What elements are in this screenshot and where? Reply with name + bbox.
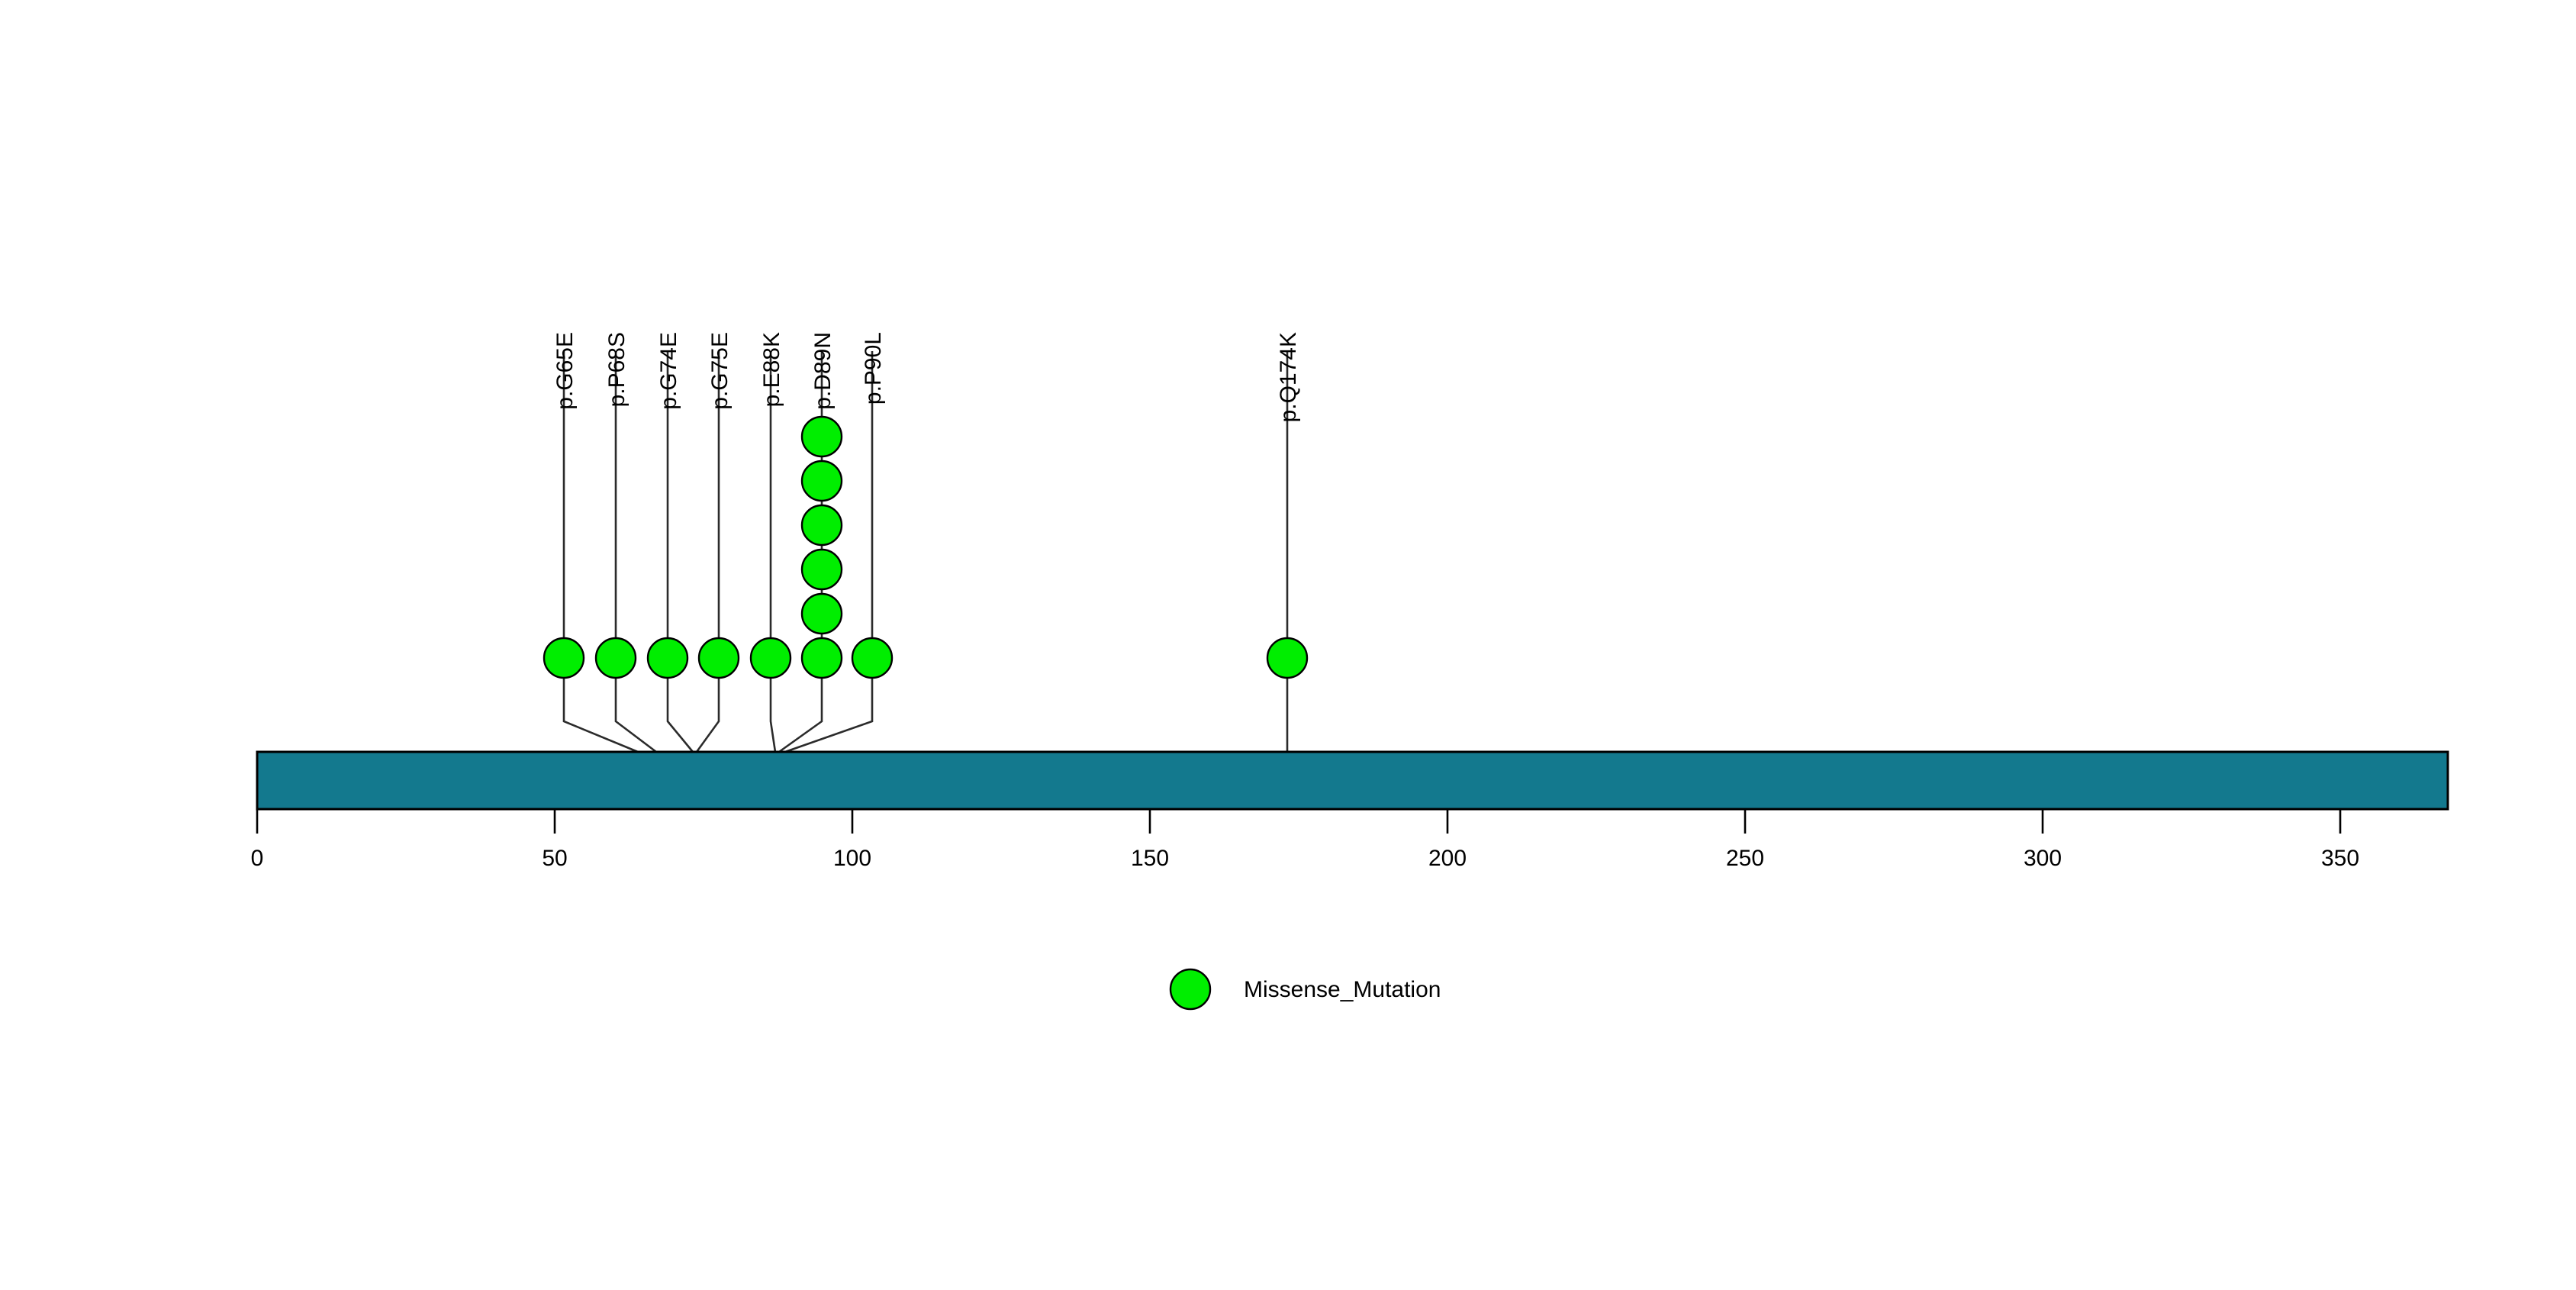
x-axis-label-200: 200 bbox=[1428, 846, 1467, 871]
stem-p-P68S bbox=[614, 351, 657, 753]
lollipop-head-p-G75E[interactable] bbox=[697, 637, 740, 679]
mutation-label-p-G75E: p.G75E bbox=[707, 332, 733, 410]
lollipop-head-p-G74E[interactable] bbox=[646, 637, 689, 679]
lollipop-head-p-G65E[interactable] bbox=[543, 637, 585, 679]
mutation-label-p-E88K: p.E88K bbox=[759, 332, 784, 408]
x-axis bbox=[256, 809, 2342, 834]
x-axis-label-250: 250 bbox=[1725, 846, 1765, 871]
lollipop-head-p-D89N-4[interactable] bbox=[800, 504, 843, 547]
lollipop-head-p-D89N-1[interactable] bbox=[800, 637, 843, 679]
lollipop-head-p-P68S[interactable] bbox=[594, 637, 637, 679]
lollipop-head-p-D89N-5[interactable] bbox=[800, 460, 843, 502]
lollipop-head-p-D89N-3[interactable] bbox=[800, 548, 843, 591]
x-axis-label-50: 50 bbox=[542, 846, 568, 871]
legend-marker-missense-mutation[interactable] bbox=[1169, 968, 1212, 1011]
mutation-label-p-D89N: p.D89N bbox=[810, 332, 836, 410]
mutation-label-p-Q174K: p.Q174K bbox=[1276, 332, 1301, 423]
x-axis-label-0: 0 bbox=[250, 846, 264, 871]
stem-p-P90L bbox=[784, 351, 874, 753]
lollipop-head-p-Q174K[interactable] bbox=[1266, 637, 1309, 679]
mutation-label-p-G74E: p.G74E bbox=[656, 332, 681, 410]
stem-p-G74E bbox=[666, 351, 694, 753]
protein-backbone-bar[interactable] bbox=[256, 750, 2449, 811]
lollipop-head-p-E88K[interactable] bbox=[749, 637, 792, 679]
x-axis-label-300: 300 bbox=[2023, 846, 2062, 871]
x-axis-label-150: 150 bbox=[1130, 846, 1170, 871]
lollipop-head-p-D89N-2[interactable] bbox=[800, 592, 843, 635]
stem-p-G65E bbox=[562, 351, 639, 753]
stem-p-G75E bbox=[695, 351, 720, 753]
lollipop-head-group bbox=[543, 415, 1309, 679]
lollipop-head-p-P90L[interactable] bbox=[851, 637, 894, 679]
lollipop-head-p-D89N-6[interactable] bbox=[800, 415, 843, 458]
legend-label-missense-mutation: Missense_Mutation bbox=[1244, 977, 1441, 1002]
mutation-label-p-P68S: p.P68S bbox=[604, 332, 630, 408]
stem-p-E88K bbox=[769, 351, 777, 753]
x-axis-label-100: 100 bbox=[832, 846, 872, 871]
x-axis-label-350: 350 bbox=[2320, 846, 2360, 871]
mutation-label-p-G65E: p.G65E bbox=[552, 332, 578, 410]
mutation-label-p-P90L: p.P90L bbox=[861, 332, 886, 405]
